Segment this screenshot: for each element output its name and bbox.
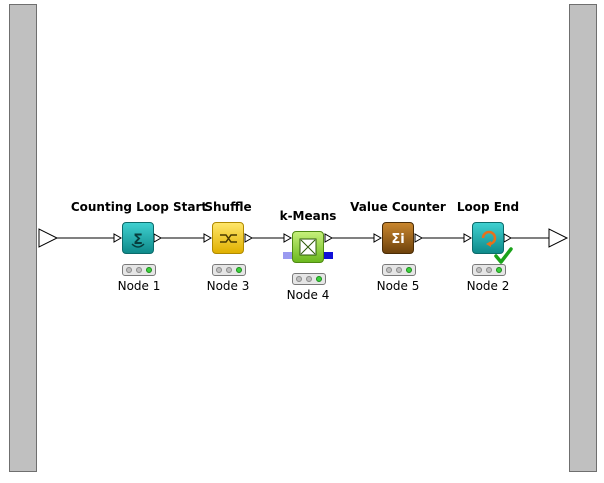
- node2-icon-box[interactable]: [472, 222, 504, 254]
- left-meta-port-bar: [9, 4, 37, 472]
- node3-led-green: [236, 267, 242, 273]
- node1-in-port[interactable]: [113, 233, 123, 243]
- node1-led-yellow: [136, 267, 142, 273]
- node4-title: k-Means: [279, 209, 337, 223]
- node4-led-green: [316, 276, 322, 282]
- node3-icon-box[interactable]: [212, 222, 244, 254]
- node2-led-green: [496, 267, 502, 273]
- node5-led-red: [386, 267, 392, 273]
- sigma-counter-icon: Σi: [391, 232, 404, 247]
- node3-label[interactable]: Node 3: [206, 279, 250, 293]
- node4-in-port[interactable]: [283, 233, 293, 243]
- node4-led-red: [296, 276, 302, 282]
- node2-led-yellow: [486, 267, 492, 273]
- node4-icon-box[interactable]: [292, 231, 324, 263]
- workflow-input-port[interactable]: [38, 228, 59, 248]
- shuffle-icon: [220, 234, 237, 243]
- node1-out-port[interactable]: [153, 233, 163, 243]
- node2-in-port[interactable]: [463, 233, 473, 243]
- node1-led-green: [146, 267, 152, 273]
- node2-label[interactable]: Node 2: [466, 279, 510, 293]
- node5-led-yellow: [396, 267, 402, 273]
- node5-status-traffic-light: [382, 264, 416, 276]
- loop-end-icon: [481, 230, 497, 247]
- executed-checkmark-icon: [494, 247, 513, 264]
- node3-title: Shuffle: [204, 200, 252, 214]
- node2-status-traffic-light: [472, 264, 506, 276]
- node3-status-traffic-light: [212, 264, 246, 276]
- node5-title: Value Counter: [350, 200, 446, 214]
- node4-label[interactable]: Node 4: [286, 288, 330, 302]
- node3-led-red: [216, 267, 222, 273]
- svg-text:Σi: Σi: [391, 232, 404, 247]
- workflow-output-port[interactable]: [548, 228, 569, 248]
- node4-status-traffic-light: [292, 273, 326, 285]
- node1-label[interactable]: Node 1: [117, 279, 161, 293]
- sigma-loop-icon: Σ: [131, 232, 145, 248]
- node5-out-port[interactable]: [414, 233, 424, 243]
- node1-status-traffic-light: [122, 264, 156, 276]
- node2-title: Loop End: [456, 200, 520, 214]
- node2-out-port[interactable]: [503, 233, 513, 243]
- node1-led-red: [126, 267, 132, 273]
- node3-led-yellow: [226, 267, 232, 273]
- node1-icon-box[interactable]: Σ: [122, 222, 154, 254]
- node2-led-red: [476, 267, 482, 273]
- node4-model-port-left[interactable]: [283, 252, 293, 259]
- node4-out-port[interactable]: [324, 233, 334, 243]
- node5-led-green: [406, 267, 412, 273]
- node3-in-port[interactable]: [203, 233, 213, 243]
- node4-model-port-right[interactable]: [324, 252, 333, 259]
- node5-label[interactable]: Node 5: [376, 279, 420, 293]
- right-meta-port-bar: [569, 4, 597, 472]
- node3-out-port[interactable]: [244, 233, 254, 243]
- node5-in-port[interactable]: [373, 233, 383, 243]
- node5-icon-box[interactable]: Σi: [382, 222, 414, 254]
- kmeans-icon: [299, 238, 317, 256]
- svg-text:Σ: Σ: [133, 232, 143, 248]
- node1-title: Counting Loop Start: [70, 200, 208, 214]
- node4-led-yellow: [306, 276, 312, 282]
